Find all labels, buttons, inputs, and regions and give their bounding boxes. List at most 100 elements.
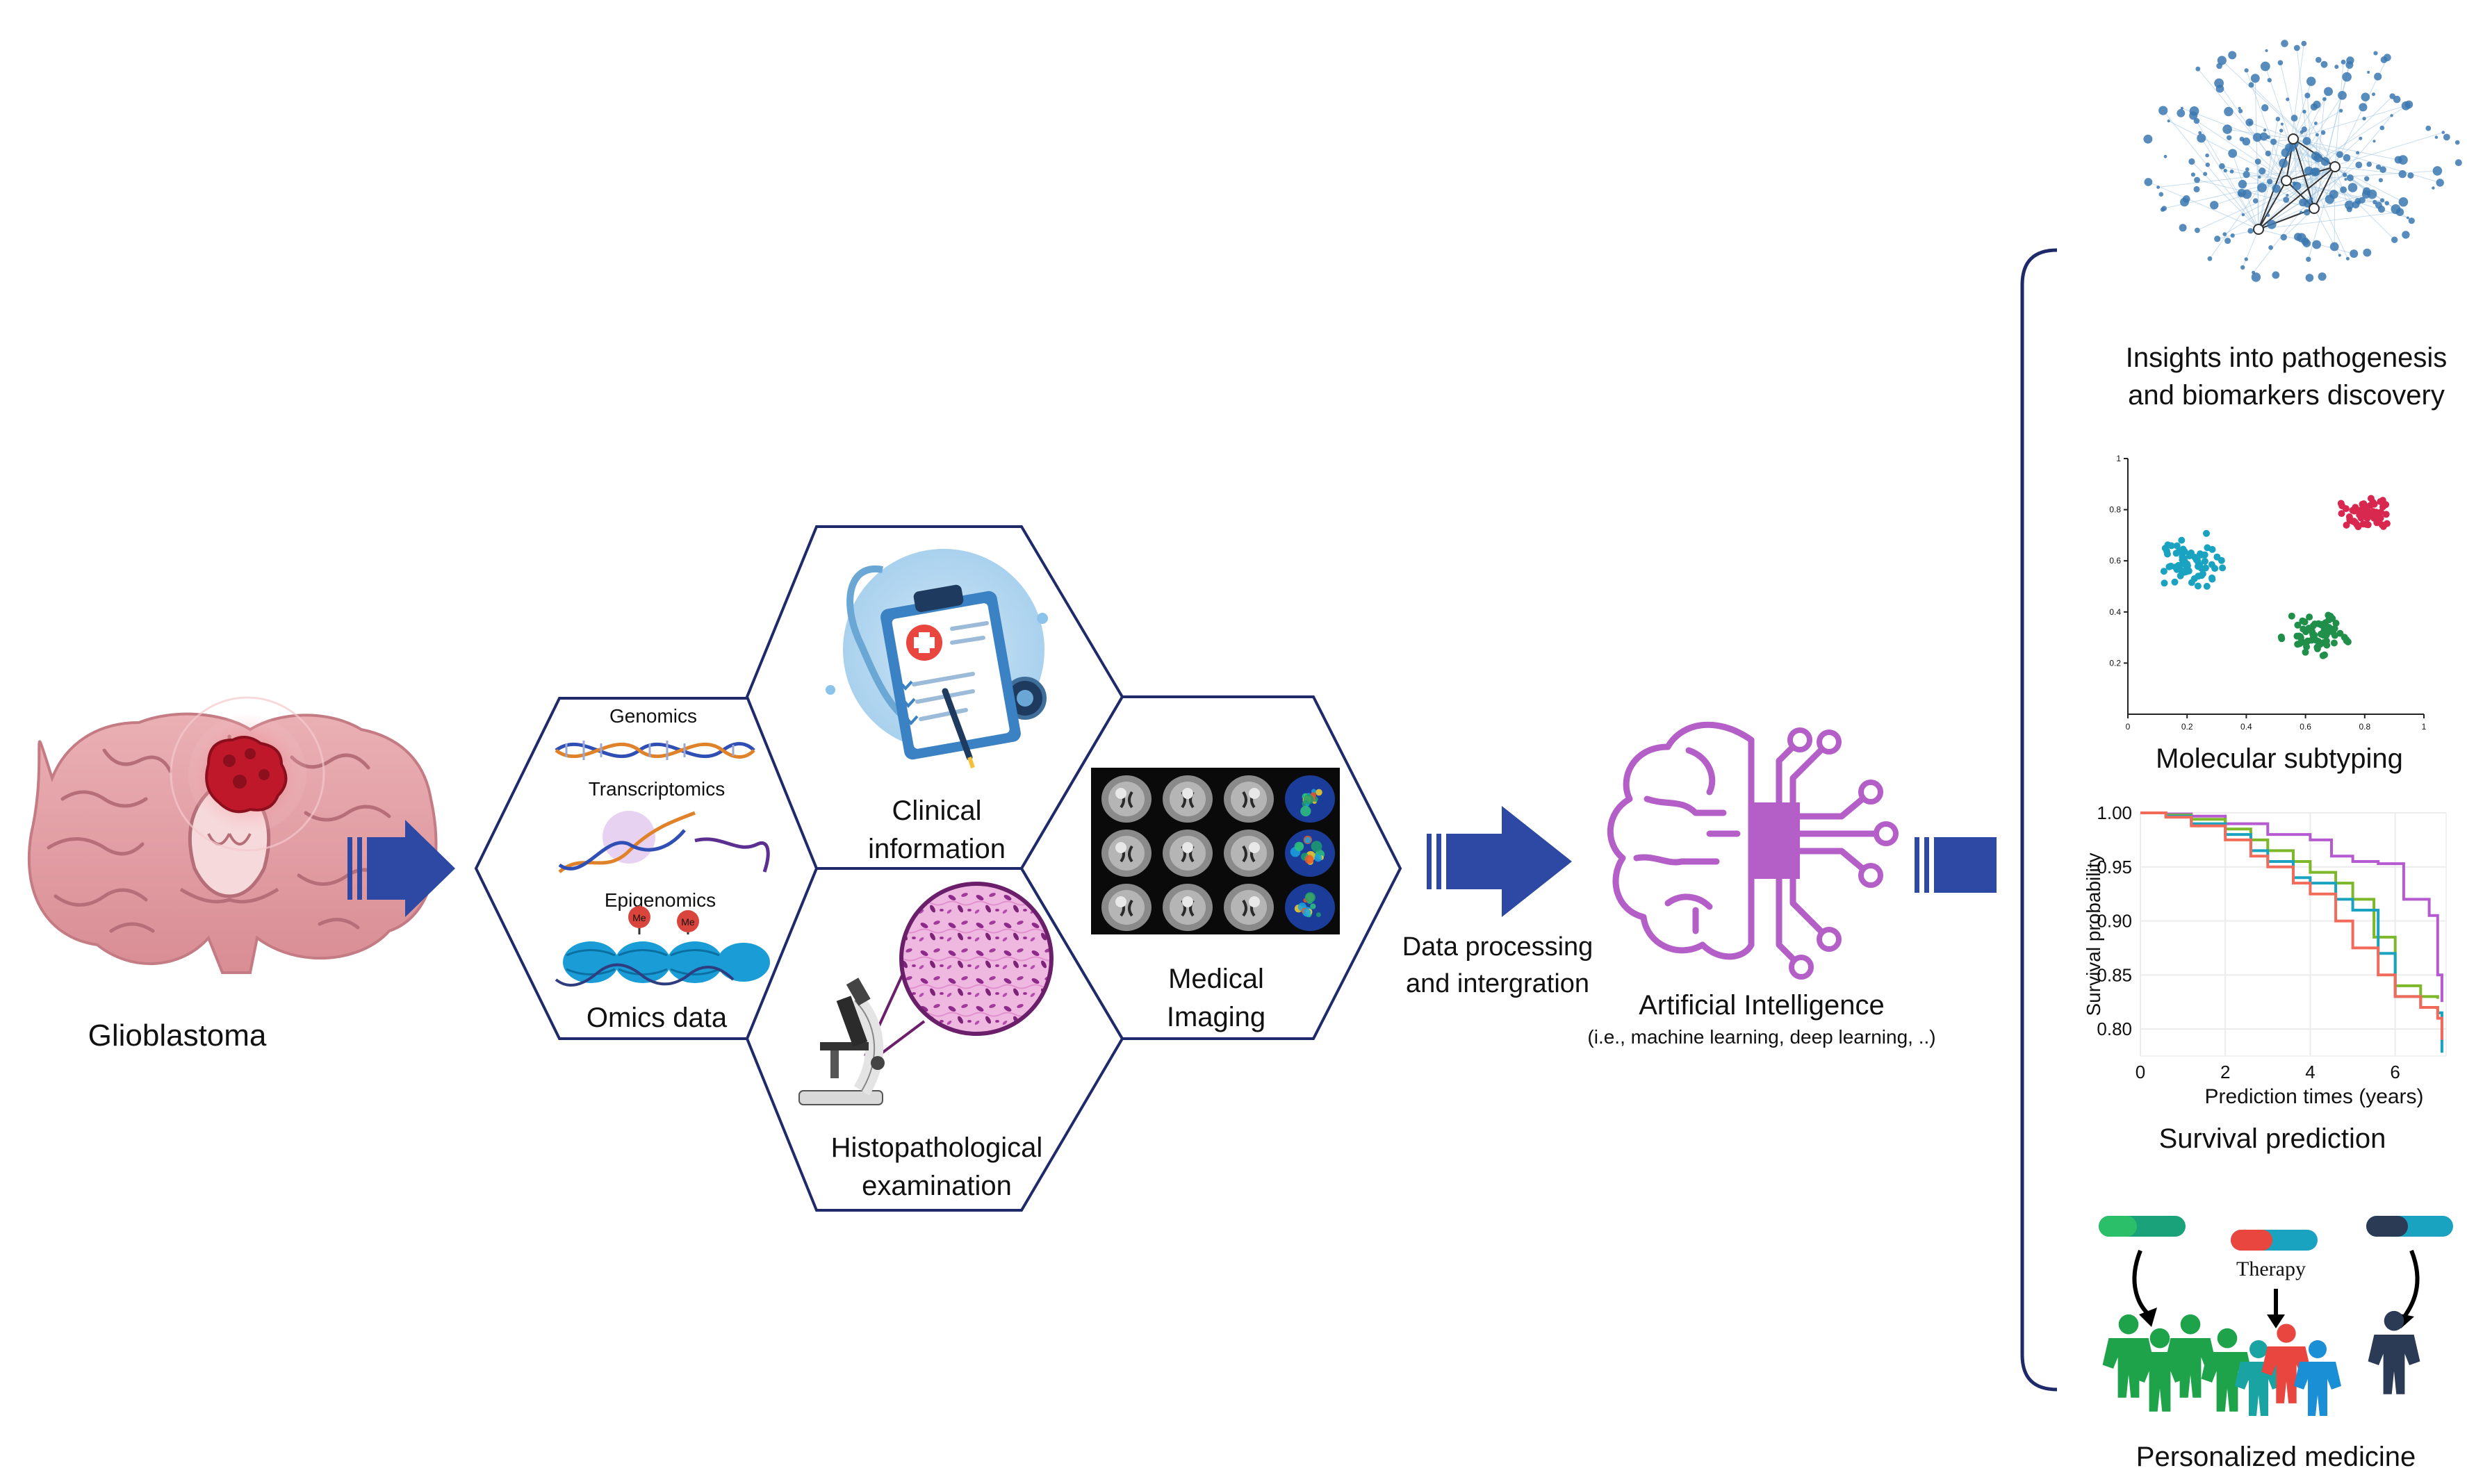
microscope-icon [798, 978, 885, 1105]
network-node [2334, 65, 2339, 69]
network-node [2375, 201, 2382, 209]
network-node [2219, 163, 2225, 170]
network-edge [2334, 166, 2336, 247]
network-node [2265, 150, 2271, 157]
scatter-point [2330, 639, 2338, 647]
omics-panel: Genomics Transcriptomics Epigenomics [555, 705, 770, 1033]
scatter-point [2370, 500, 2378, 508]
network-node [2297, 233, 2306, 242]
network-node [2316, 56, 2322, 63]
network-node [2344, 178, 2347, 181]
network-node [2372, 92, 2375, 97]
network-node [2259, 167, 2266, 175]
scatter-point [2208, 545, 2216, 553]
network-node [2266, 213, 2270, 217]
network-node [2301, 126, 2307, 133]
network-node [2336, 151, 2343, 158]
scatter-point [2370, 514, 2378, 522]
network-node [2228, 51, 2237, 60]
scatter-point [2318, 620, 2326, 628]
perfusion-spot [1311, 841, 1322, 852]
scatter-point [2312, 636, 2320, 644]
imaging-label-line2: Imaging [1167, 1002, 1265, 1032]
network-edge [2209, 138, 2294, 259]
epigenomics-label: Epigenomics [605, 889, 716, 911]
network-node [2347, 183, 2358, 192]
nucleosome-icon: Me Me [555, 906, 770, 987]
network-node [2223, 168, 2227, 173]
survival-curve-red [2140, 811, 2443, 1040]
mri-lesion [1182, 842, 1193, 853]
network-node [2243, 171, 2250, 179]
scatter-point [2299, 617, 2306, 625]
network-node [2272, 184, 2281, 193]
network-edge [2197, 179, 2315, 209]
perfusion-spot [1302, 908, 1311, 916]
network-node [2454, 159, 2462, 167]
network-edge [2191, 161, 2259, 230]
network-node [2432, 186, 2435, 190]
scatter-point [2302, 640, 2310, 648]
person-head [2118, 1314, 2139, 1335]
person-head [2180, 1314, 2201, 1335]
survival-y-tick-label: 0.85 [2097, 964, 2132, 985]
network-node [2238, 106, 2241, 110]
network-node [2299, 198, 2307, 207]
network-node [2341, 59, 2346, 65]
network-node [2242, 137, 2251, 146]
person-body [2294, 1362, 2341, 1416]
network-hub-node [2309, 203, 2320, 214]
network-node [2313, 122, 2318, 125]
network-node [2441, 131, 2445, 134]
network-node [2222, 124, 2232, 134]
network-node [2258, 175, 2261, 179]
network-hub-node [2329, 161, 2341, 172]
network-node [2270, 138, 2277, 145]
network-edge [2193, 115, 2259, 230]
network-node [2244, 68, 2249, 73]
network-node [2398, 170, 2407, 179]
scatter-y-tick-label: 0.4 [2109, 607, 2121, 617]
perfusion-spot [1316, 789, 1322, 796]
network-node [2391, 236, 2398, 243]
network-hub-node [2288, 133, 2299, 145]
person-head [2384, 1310, 2404, 1331]
network-node [2288, 145, 2295, 152]
person-body [2164, 1338, 2217, 1398]
network-node [2374, 72, 2382, 81]
scatter-point [2306, 625, 2314, 633]
scatter-point [2362, 512, 2370, 520]
network-edge [2334, 166, 2403, 175]
scatter-point [2181, 548, 2188, 555]
person-head [2277, 1324, 2296, 1343]
insights-label-line2: and biomarkers discovery [2128, 380, 2445, 411]
network-node [2363, 248, 2372, 257]
scatter-point [2178, 536, 2186, 544]
network-node [2280, 122, 2284, 126]
scatter-point [2171, 578, 2179, 586]
survival-y-axis-label: Survival probability [2083, 853, 2104, 1016]
network-node [2241, 213, 2245, 217]
scatter-point [2325, 616, 2333, 624]
scatter-point [2160, 568, 2167, 575]
survival-x-tick-label: 4 [2305, 1062, 2315, 1082]
scatter-y-tick-label: 0.8 [2109, 505, 2121, 515]
network-node [2237, 188, 2246, 197]
network-node [2379, 166, 2386, 173]
survival-label: Survival prediction [2159, 1123, 2386, 1154]
scatter-point [2208, 574, 2215, 582]
perfusion-spot [1294, 841, 1304, 852]
network-edge [2243, 166, 2336, 215]
person-body [2368, 1335, 2420, 1394]
scatter-point [2203, 529, 2210, 537]
network-node [2454, 140, 2460, 145]
network-node [2350, 249, 2359, 258]
arrow-to-ai [1427, 806, 1572, 917]
scatter-point [2367, 495, 2375, 502]
network-edge [2258, 211, 2400, 230]
network-node [2318, 272, 2327, 281]
network-hub-edge [2293, 138, 2315, 209]
perfusion-spot [1316, 912, 1321, 918]
scatter-point [2332, 620, 2340, 627]
patient-groups-icon [2102, 1310, 2420, 1416]
